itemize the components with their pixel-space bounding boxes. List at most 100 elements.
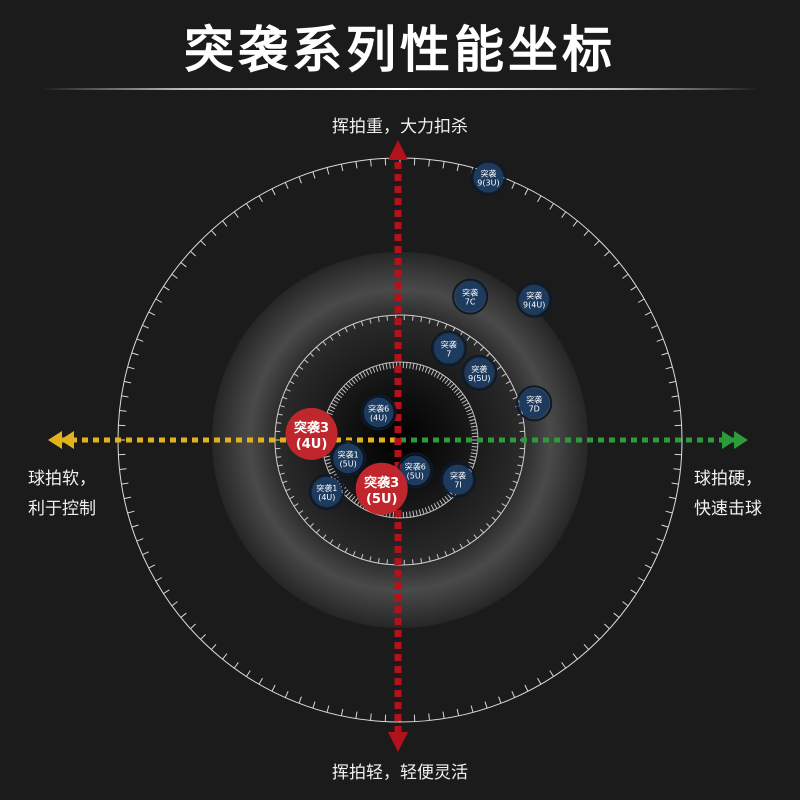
ring-tick <box>473 341 478 346</box>
ring-tick <box>428 318 431 324</box>
ring-tick <box>360 320 364 327</box>
ring-tick <box>452 547 456 553</box>
ring-tick <box>370 159 372 167</box>
axis-label-left: 球拍软， 利于控制 <box>28 464 138 524</box>
ring-tick <box>471 432 478 435</box>
ring-tick <box>444 323 448 329</box>
axis-label-left-line1: 球拍软， <box>28 469 96 489</box>
ring-tick <box>350 495 356 502</box>
ring-tick <box>661 524 669 528</box>
ring-tick <box>430 369 435 376</box>
ring-tick <box>501 373 507 377</box>
ring-tick <box>479 346 485 352</box>
ring-tick <box>453 388 460 394</box>
product-point: 突袭1(5U) <box>330 440 367 477</box>
product-point: 突袭9(4U) <box>516 281 553 318</box>
ring-tick <box>622 273 629 279</box>
ring-tick <box>271 188 276 196</box>
ring-tick <box>470 455 477 458</box>
ring-tick <box>277 413 283 416</box>
ring-tick <box>498 696 502 704</box>
ring-tick <box>326 464 333 468</box>
ring-tick <box>233 211 239 218</box>
ring-tick <box>668 380 676 384</box>
point-halo <box>516 385 553 422</box>
ring-tick <box>428 713 430 721</box>
ring-tick <box>284 691 289 698</box>
ring-tick <box>466 408 472 413</box>
point-marker <box>355 462 408 515</box>
ring-tick <box>466 539 471 544</box>
ring-tick <box>210 644 217 650</box>
ring-tick <box>298 696 302 704</box>
ring-tick <box>233 662 239 669</box>
product-points: 突袭9(3U)突袭7C突袭9(4U)突袭7突袭9(5U)突袭7D突袭6(4U)突… <box>285 159 553 515</box>
left-arrow-icon <box>48 431 62 449</box>
ring-tick <box>471 429 478 431</box>
ring-tick <box>515 472 521 475</box>
axis-label-bottom: 挥拍轻，轻便灵活 <box>332 763 468 783</box>
ring-tick <box>276 456 282 458</box>
point-marker <box>455 281 486 312</box>
ring-tick <box>155 298 163 303</box>
ring-tick <box>222 220 228 227</box>
ring-tick <box>345 491 351 497</box>
ring-tick <box>312 171 316 179</box>
ring-tick <box>524 684 529 692</box>
ring-tick <box>496 510 502 514</box>
ring-tick <box>385 363 388 370</box>
ring-tick <box>613 262 620 268</box>
ring-tick <box>470 452 477 455</box>
point-label-line1: 突袭 <box>480 169 496 179</box>
ring-tick <box>124 380 132 384</box>
point-label-line2: (4U) <box>296 437 327 452</box>
ring-tick <box>594 634 600 640</box>
point-marker <box>464 357 495 388</box>
ring-tick <box>277 464 283 467</box>
point-label-line2: 7D <box>529 404 540 413</box>
point-halo <box>461 354 498 391</box>
ring-tick <box>350 378 356 385</box>
ring-tick <box>442 161 445 169</box>
ring-tick <box>436 372 441 379</box>
ring-tick <box>436 553 440 560</box>
point-marker <box>442 464 473 495</box>
point-label-line1: 突袭 <box>526 291 542 301</box>
right-arrow-icon <box>734 431 748 449</box>
point-marker <box>433 333 464 364</box>
ring-tick <box>119 468 127 470</box>
ring-tick <box>469 458 476 462</box>
ring-tick <box>377 558 380 564</box>
ring-tick <box>561 211 567 218</box>
ring-tick <box>329 470 336 475</box>
ring-tick <box>651 551 658 556</box>
ring-tick <box>332 399 339 404</box>
point-label-line1: 突袭6 <box>368 404 389 414</box>
ring-tick <box>594 240 600 246</box>
point-label-line2: 9(3U) <box>477 179 499 188</box>
ring-tick <box>496 366 502 370</box>
ring-tick <box>360 553 364 560</box>
ring-tick <box>326 412 333 416</box>
ring-tick <box>456 164 460 172</box>
horizontal-axis <box>48 431 748 449</box>
ring-tick <box>340 164 344 172</box>
ring-tick <box>436 501 441 508</box>
ring-tick <box>457 393 464 399</box>
ring-tick <box>671 395 679 398</box>
point-label-line1: 突袭1 <box>316 483 337 493</box>
ring-tick <box>368 368 373 374</box>
ring-tick <box>518 422 524 424</box>
ring-tick <box>180 262 187 268</box>
ring-tick <box>405 362 408 369</box>
ring-tick <box>322 534 327 539</box>
ring-tick <box>369 556 372 562</box>
point-label-line1: 突袭 <box>526 394 542 404</box>
point-label-line2: (5U) <box>407 472 424 481</box>
ring-tick <box>284 182 289 189</box>
ring-tick <box>353 497 359 504</box>
ring-tick <box>285 388 291 392</box>
ring-tick <box>441 497 447 504</box>
